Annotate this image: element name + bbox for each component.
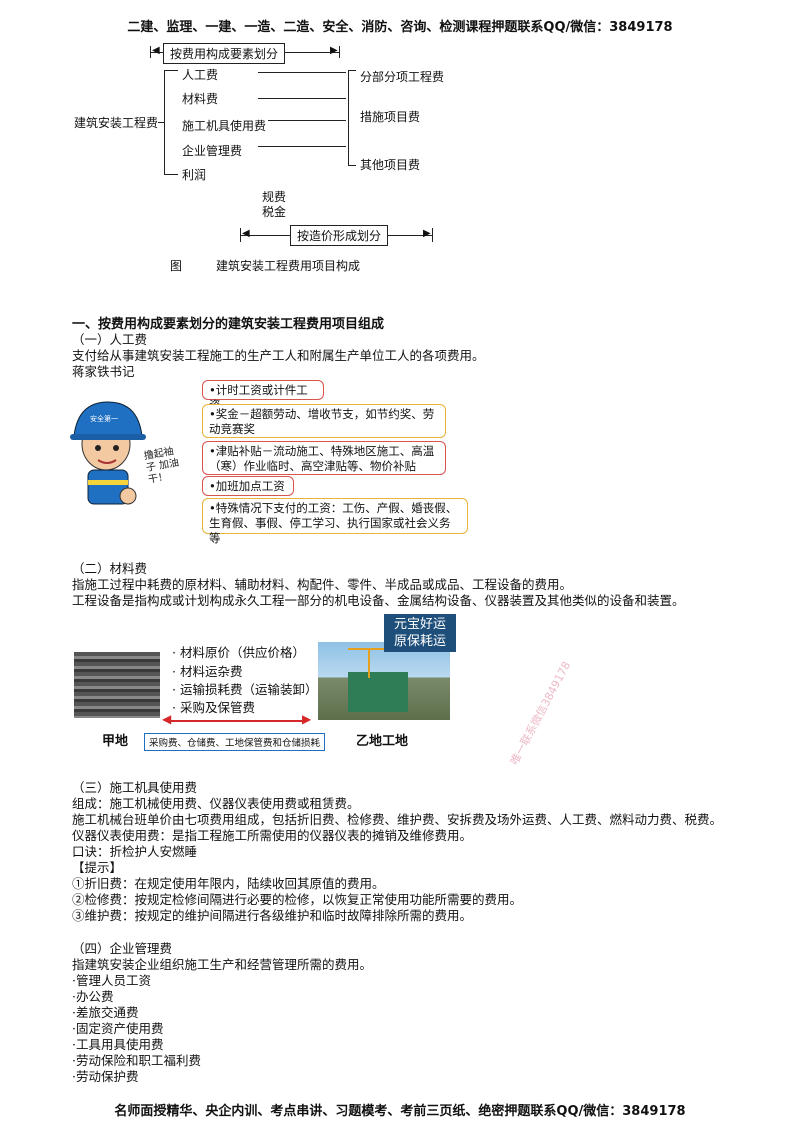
material-list-item: · 材料原价（供应价格）: [172, 645, 305, 660]
watermark: 唯一联系微信3849178: [507, 659, 574, 768]
left-item: 材料费: [182, 92, 219, 106]
worker-cartoon-illustration: 安全第一 撸起袖子 加油干！: [66, 396, 186, 512]
body-line: 指建筑安装企业组织施工生产和经营管理所需的费用。: [72, 957, 373, 972]
subsection-title: （三）施工机具使用费: [72, 780, 198, 795]
material-list-item: · 材料运杂费: [172, 664, 243, 679]
construction-site-image: [318, 642, 450, 720]
material-list-item: · 采购及保管费: [172, 700, 255, 715]
speech-text: 撸起袖子 加油干！: [143, 446, 180, 486]
body-line: ③维护费：按规定的维护间隔进行各级维护和临时故障排除所需的费用。: [72, 908, 473, 923]
section-heading: 一、按费用构成要素划分的建筑安装工程费用项目组成: [72, 317, 385, 332]
figure-caption: 建筑安装工程费用项目构成: [216, 259, 361, 273]
left-item: 利润: [182, 168, 207, 182]
definition-text: 支付给从事建筑安装工程施工的生产工人和附属生产单位工人的各项费用。: [72, 348, 485, 363]
subsection-title: （一）人工费: [72, 332, 148, 347]
top-classification-label: 按费用构成要素划分: [163, 43, 286, 64]
slogan-line: 元宝好运: [393, 617, 446, 632]
definition-text: 工程设备是指构成或计划构成永久工程一部分的机电设备、金属结构设备、仪器装置及其他…: [72, 593, 685, 608]
header-banner: 二建、监理、一建、一造、二造、安全、消防、咨询、检测课程押题联系QQ/微信：38…: [127, 20, 673, 35]
list-item: ·差旅交通费: [72, 1005, 139, 1020]
subsection-title: （四）企业管理费: [72, 941, 173, 956]
list-item: ·办公费: [72, 989, 114, 1004]
list-item: ·劳动保护费: [72, 1069, 139, 1084]
slogan-line: 原保耗运: [393, 634, 446, 649]
steel-bars-image: [74, 652, 160, 718]
destination-label: 乙地工地: [356, 734, 409, 749]
list-item: ·固定资产使用费: [72, 1021, 164, 1036]
body-line: 组成：施工机械使用费、仪器仪表使用费或租赁费。: [72, 796, 360, 811]
list-item: ·劳动保险和职工福利费: [72, 1053, 201, 1068]
figure-prefix: 图: [170, 259, 183, 273]
body-line: 施工机械台班单价由七项费用组成，包括折旧费、检修费、维护费、安拆费及场外运费、人…: [72, 812, 723, 827]
bubble-overtime: •加班加点工资: [202, 476, 294, 496]
bubble-allowance: •津贴补贴－流动施工、特殊地区施工、高温（寒）作业临时、高空津贴等、物价补贴: [202, 441, 446, 475]
bubble-special-wage: •特殊情况下支付的工资：工伤、产假、婚丧假、生育假、事假、停工学习、执行国家或社…: [202, 498, 468, 545]
list-item: ·工具用具使用费: [72, 1037, 164, 1052]
bottom-item: 税金: [262, 205, 287, 219]
left-item: 人工费: [182, 68, 219, 82]
right-item: 其他项目费: [360, 158, 421, 172]
footer-banner: 名师面授精华、央企内训、考点串讲、习题模考、考前三页纸、绝密押题联系QQ/微信：…: [114, 1104, 686, 1119]
diagram-root: 建筑安装工程费: [74, 116, 159, 130]
helmet-label: 安全第一: [90, 415, 118, 423]
subsection-title: （二）材料费: [72, 561, 148, 576]
slogan-box: 元宝好运 原保耗运: [384, 614, 456, 652]
arrow-note: 采购费、仓储费、工地保管费和仓储损耗: [144, 733, 326, 751]
body-line: ①折旧费：在规定使用年限内，陆续收回其原值的费用。: [72, 876, 385, 891]
bubble-time-wage: •计时工资或计件工资: [202, 380, 324, 412]
left-item: 企业管理费: [182, 144, 243, 158]
bottom-classification-label: 按造价形成划分: [290, 225, 389, 246]
mnemonic-text: 蒋家铁书记: [72, 364, 135, 379]
bubble-bonus: •奖金－超额劳动、增收节支，如节约奖、劳动竞赛奖: [202, 404, 446, 438]
body-line: 口诀：折检护人安燃睡: [72, 844, 198, 859]
bottom-item: 规费: [262, 190, 287, 204]
list-item: ·管理人员工资: [72, 973, 151, 988]
material-list-item: · 运输损耗费（运输装卸）: [172, 682, 318, 697]
body-line: ②检修费：按规定检修间隔进行必要的检修，以恢复正常使用功能所需要的费用。: [72, 892, 523, 907]
left-item: 施工机具使用费: [182, 119, 267, 133]
right-item: 措施项目费: [360, 110, 421, 124]
body-line: 仪器仪表使用费：是指工程施工所需使用的仪器仪表的摊销及维修费用。: [72, 828, 473, 843]
right-item: 分部分项工程费: [360, 70, 445, 84]
body-line: 【提示】: [72, 860, 123, 875]
definition-text: 指施工过程中耗费的原材料、辅助材料、构配件、零件、半成品或成品、工程设备的费用。: [72, 577, 573, 592]
origin-label: 甲地: [102, 734, 129, 749]
